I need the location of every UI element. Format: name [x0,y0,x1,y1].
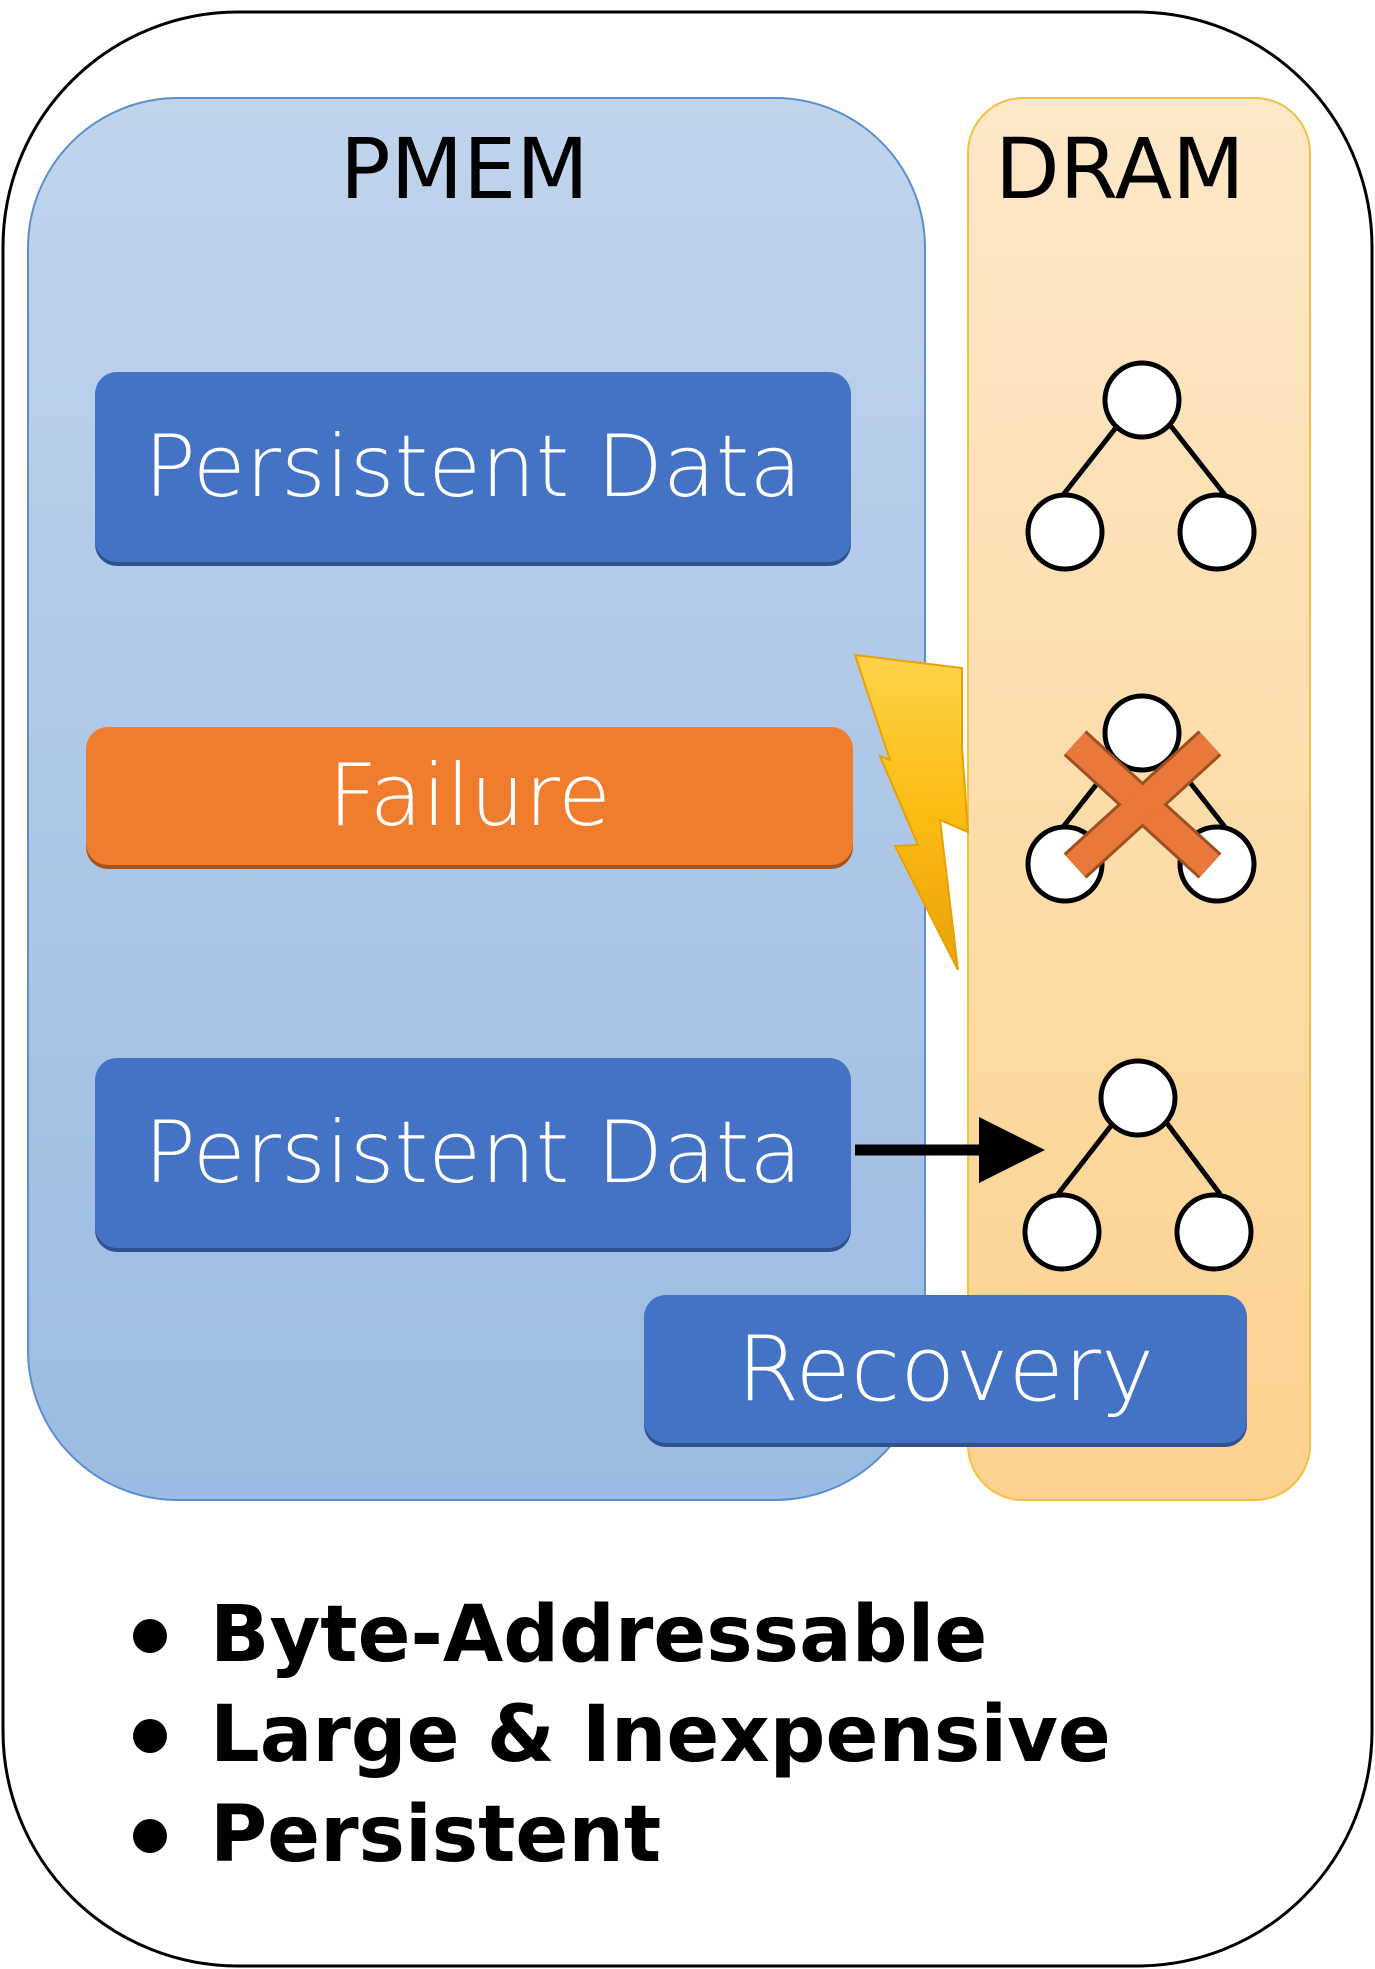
failure-block: Failure [86,727,853,865]
tree-structure-lost [1025,693,1257,904]
dram-title: DRAM [995,120,1245,218]
lightning-bolt-icon [853,653,970,971]
property-list: Byte-Addressable Large & Inexpensive Per… [125,1585,1111,1885]
persistent-data-block-bottom: Persistent Data [95,1058,851,1248]
tree-structure-intact [1025,360,1257,572]
property-item-byte-addressable: Byte-Addressable [125,1585,1111,1685]
recovery-block: Recovery [644,1295,1247,1443]
tree-structure-recovered [1022,1058,1254,1272]
pmem-title: PMEM [340,120,589,218]
cross-mark-icon [1063,730,1222,879]
persistent-data-block-top: Persistent Data [95,372,851,562]
property-item-large-inexpensive: Large & Inexpensive [125,1685,1111,1785]
property-item-persistent: Persistent [125,1785,1111,1885]
